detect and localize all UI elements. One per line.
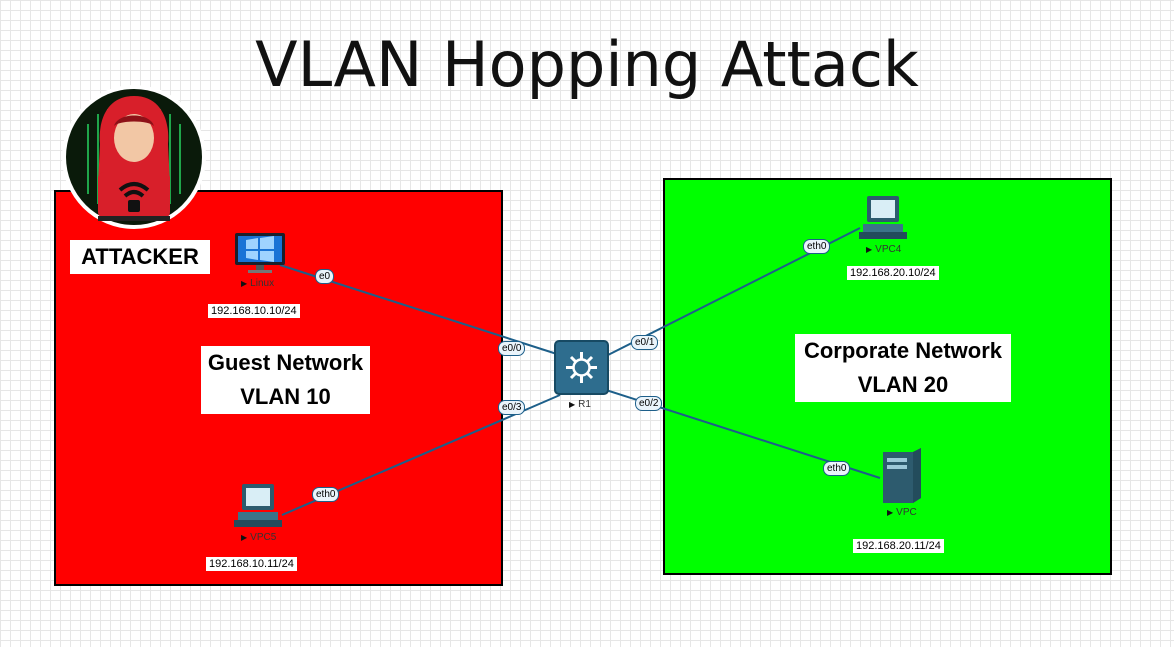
corporate-vlan-label: VLAN 20: [857, 372, 949, 397]
vpc-ip: 192.168.20.11/24: [853, 539, 944, 553]
port-vpc4-eth0: eth0: [803, 239, 831, 254]
pc-icon[interactable]: [857, 194, 909, 240]
port-r1-e0-2: e0/2: [635, 396, 663, 411]
switch-icon[interactable]: [554, 340, 609, 395]
desktop-monitor-icon[interactable]: [234, 232, 286, 274]
port-r1-e0-0: e0/0: [498, 341, 526, 356]
hacker-avatar-icon: [62, 85, 206, 229]
port-vpc-eth0: eth0: [823, 461, 851, 476]
pc-icon[interactable]: [232, 482, 284, 528]
corporate-network-name: Corporate Network: [803, 338, 1003, 363]
linux-node-label: Linux: [241, 278, 274, 289]
corporate-network-label: Corporate Network VLAN 20: [795, 334, 1011, 402]
attacker-label: ATTACKER: [70, 240, 210, 274]
port-r1-e0-1: e0/1: [631, 335, 659, 350]
vpc5-node-label: VPC5: [241, 532, 276, 543]
guest-network-name: Guest Network: [207, 350, 364, 375]
server-icon[interactable]: [881, 446, 923, 504]
guest-vlan-label: VLAN 10: [240, 384, 331, 409]
port-r1-e0-3: e0/3: [498, 400, 526, 415]
vpc4-ip: 192.168.20.10/24: [847, 266, 939, 280]
page-title: VLAN Hopping Attack: [255, 28, 919, 101]
r1-node-label: R1: [569, 399, 591, 410]
vpc-node-label: VPC: [887, 507, 917, 518]
vpc5-ip: 192.168.10.11/24: [206, 557, 297, 571]
port-vpc5-eth0: eth0: [312, 487, 340, 502]
port-linux-e0: e0: [315, 269, 335, 284]
linux-ip: 192.168.10.10/24: [208, 304, 300, 318]
guest-network-label: Guest Network VLAN 10: [201, 346, 370, 414]
vpc4-node-label: VPC4: [866, 244, 901, 255]
